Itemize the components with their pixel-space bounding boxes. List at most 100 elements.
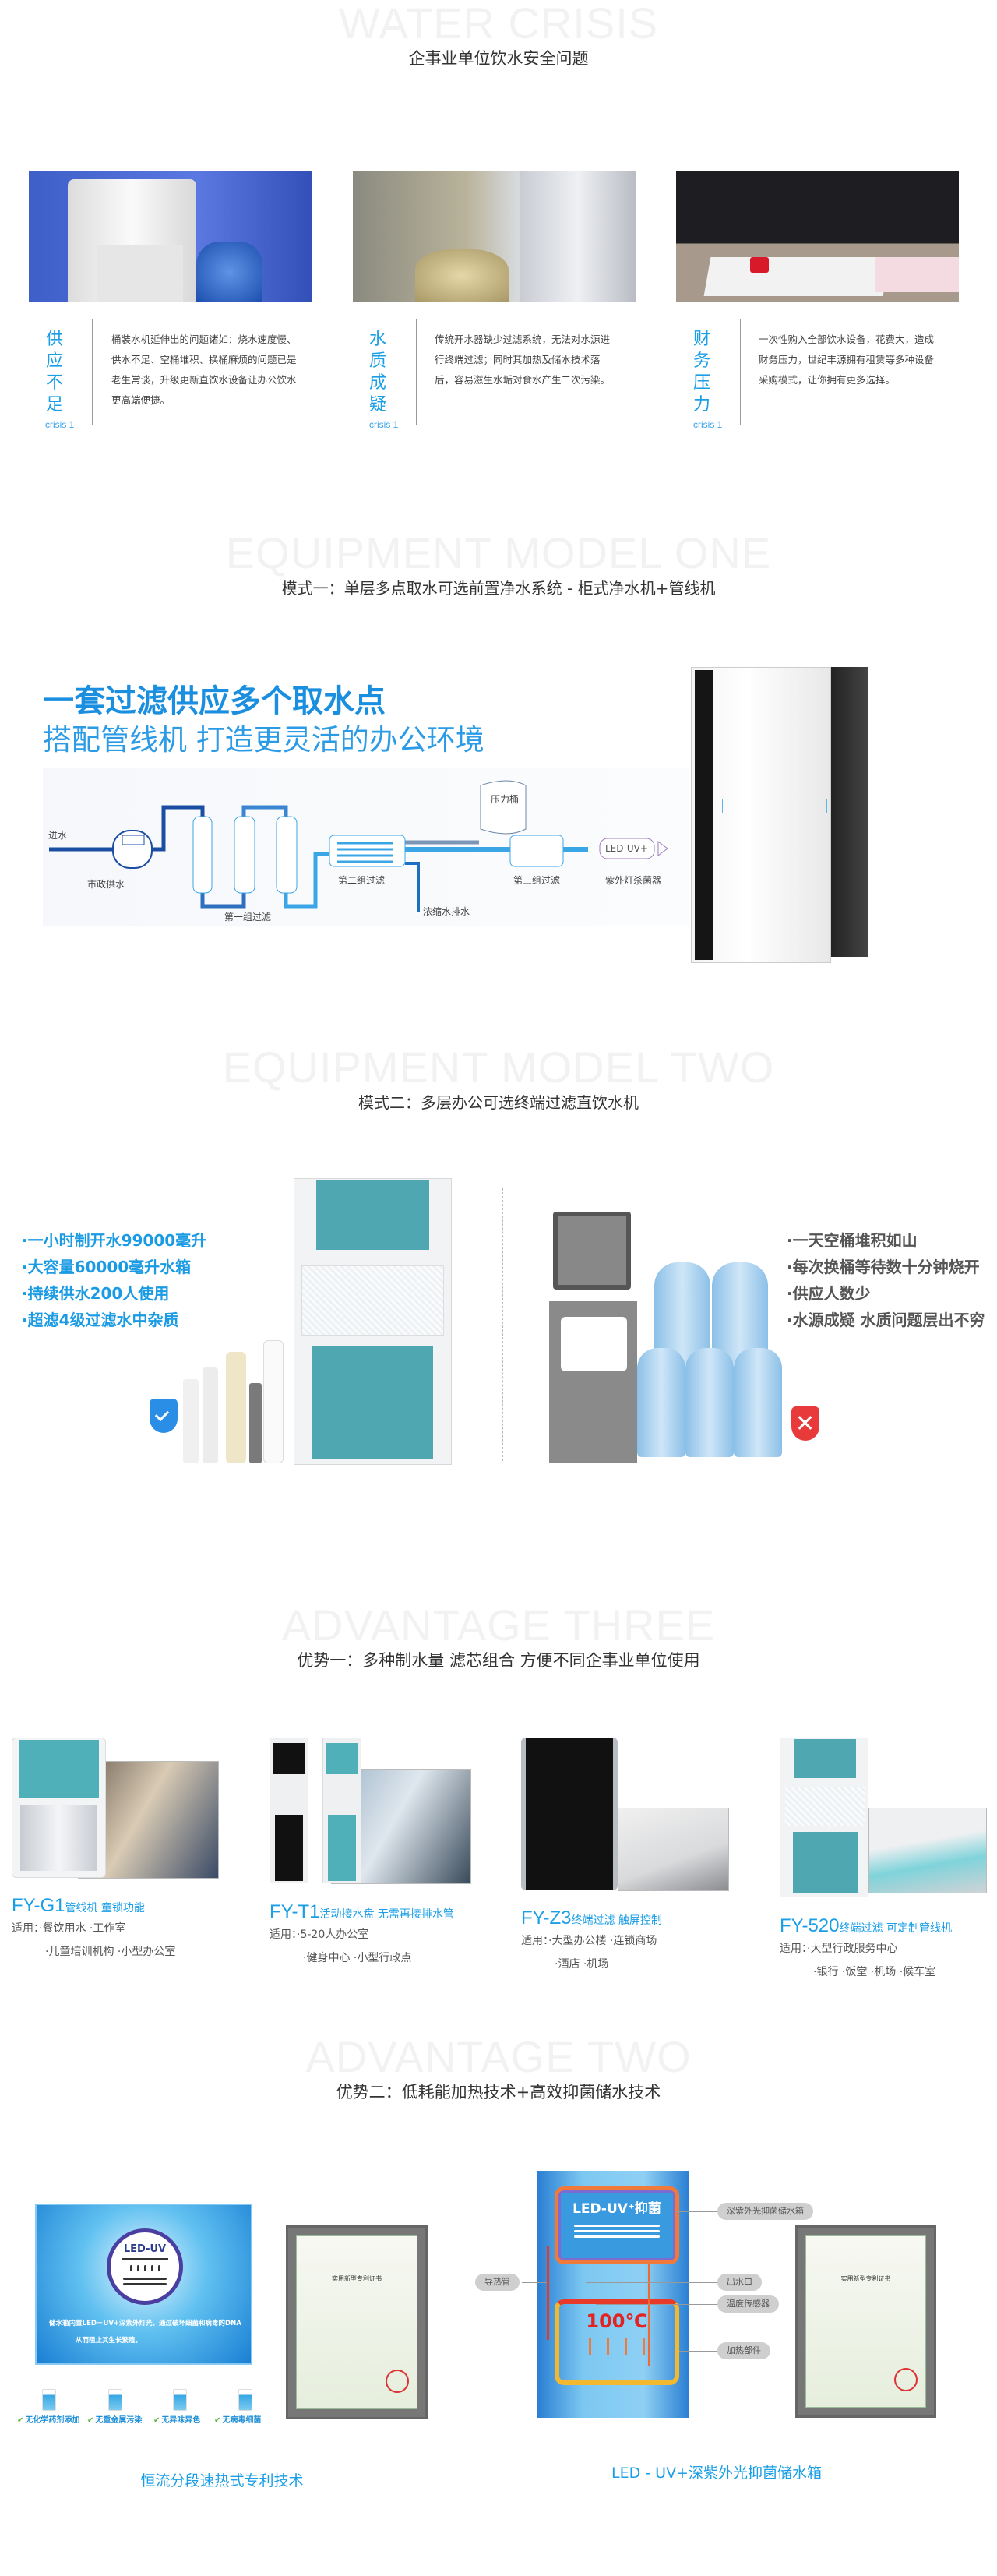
multi-tap-dispenser-image [294, 1178, 452, 1465]
leader-line [679, 2351, 720, 2352]
con-item: ·一天空桶堆积如山 [787, 1231, 918, 1250]
model-feature: 管线机 童锁功能 [65, 1902, 145, 1914]
leader-line [596, 2304, 720, 2305]
label-heater: 加热部件 [717, 2342, 770, 2359]
con-item: ·每次换桶等待数十分钟烧开 [787, 1258, 980, 1276]
pro-item: ·一小时制开水99000毫升 [22, 1231, 207, 1250]
use-line: ·大型行政服务中心 [807, 1943, 898, 1955]
use-label: 适用： [12, 1922, 39, 1935]
use-line: ·健身中心 ·小型行政点 [303, 1952, 412, 1964]
check-icon: ✔ [17, 2416, 24, 2425]
label-stage2: 第二组过滤 [338, 875, 386, 886]
advantage-one-title: 优势一：多种制水量 滤芯组合 方便不同企事业单位使用 [297, 1651, 700, 1670]
fy-t1-teal-image [322, 1738, 361, 1883]
divider [416, 319, 417, 425]
scaled-boiler-photo [353, 171, 636, 302]
label-temp-sensor: 温度传感器 [717, 2295, 779, 2313]
use-line: ·酒店 ·机场 [555, 1958, 609, 1971]
patent-certificate-right: 实用新型专利证书 [795, 2225, 936, 2418]
check-item: ✔无化学药剂添加 [17, 2416, 80, 2425]
leader-line [522, 2282, 547, 2283]
check-item: ✔无病毒细菌 [214, 2416, 262, 2425]
label-stage1: 第一组过滤 [224, 912, 272, 923]
product-fy-z3: FY-Z3终端过滤 触屏控制 适用：·大型办公楼 ·连锁商场 ·酒店 ·机场 [521, 1907, 662, 1976]
water-dispenser-photo [29, 171, 312, 302]
label-pressure-tank: 压力桶 [491, 794, 520, 805]
crisis-sub: crisis 1 [45, 419, 75, 430]
pro-item: ·大容量60000毫升水箱 [22, 1258, 192, 1276]
label-outlet: 出水口 [717, 2274, 762, 2291]
label-uv-sterilizer: 紫外灯杀菌器 [605, 875, 662, 886]
uv-description-1: 储水箱内置LED－UV+深紫外灯光，通过破坏细菌和病毒的DNA [49, 2320, 241, 2327]
use-line: ·餐饮用水 ·工作室 [39, 1922, 126, 1935]
use-line: ·大型办公楼 ·连锁商场 [548, 1935, 657, 1947]
water-bottles-image [637, 1254, 793, 1459]
use-label: 适用： [780, 1943, 807, 1955]
bottled-dispenser-graphic [549, 1212, 637, 1463]
divider [502, 1188, 503, 1461]
use-label: 适用： [270, 1928, 297, 1941]
left-caption: 恒流分段速热式专利技术 [140, 2472, 304, 2490]
model-feature: 活动接水盘 无需再接排水管 [319, 1908, 454, 1921]
cross-shield-icon [791, 1406, 819, 1441]
divider [92, 319, 93, 425]
check-shield-icon [150, 1399, 178, 1433]
label-inlet: 进水 [48, 830, 68, 841]
crisis-title: 企事业单位饮水安全问题 [408, 49, 589, 68]
model-one-watermark: EQUIPMENT MODEL ONE [225, 528, 772, 577]
model-one-title: 模式一：单层多点取水可选前置净水系统 - 柜式净水机+管线机 [281, 579, 716, 598]
product-fy-g1: FY-G1管线机 童锁功能 适用：·餐饮用水 ·工作室 ·儿童培训机构 ·小型办… [12, 1895, 175, 1964]
advantage-two-title: 优势二：低耗能加热技术+高效抑菌储水技术 [336, 2083, 661, 2101]
model-name: FY-G1 [12, 1895, 65, 1916]
crisis-text-supply: 桶装水机延伸出的问题诸如：烧水速度慢、供水不足、空桶堆积、换桶麻烦的问题已是老生… [111, 333, 297, 406]
con-item: ·水源成疑 水质问题层出不穷 [787, 1311, 985, 1329]
label-uv-tank: 深紫外光抑菌储水箱 [717, 2203, 813, 2220]
model-name: FY-T1 [270, 1901, 320, 1922]
uv-description-2: 从而阻止其生长繁殖， [76, 2337, 143, 2345]
water-cup-icon [108, 2389, 122, 2411]
label-heat-pipe: 导热管 [475, 2274, 520, 2291]
check-item: ✔无异味异色 [153, 2416, 201, 2425]
crisis-text-finance: 一次性购入全部饮水设备，花费大，造成财务压力，世纪丰源拥有租赁等多种设备采购模式… [759, 333, 935, 386]
leader-line [676, 2211, 720, 2212]
filter-cartridges-image [140, 1340, 296, 1465]
con-item: ·供应人数少 [787, 1284, 871, 1303]
crisis-text-quality: 传统开水器缺少过滤系统，无法对水源进行终端过滤；同时其加热及储水技术落后，容易滋… [435, 333, 611, 386]
model-feature: 终端过滤 触屏控制 [571, 1914, 662, 1927]
product-fy-520: FY-520终端过滤 可定制管线机 适用：·大型行政服务中心 ·银行 ·饭堂 ·… [780, 1915, 952, 1984]
label-uv-lamp: LED-UV+ [605, 843, 648, 854]
leader-line [586, 2282, 720, 2283]
crisis-sub: crisis 1 [369, 419, 399, 430]
model-name: FY-Z3 [521, 1907, 572, 1928]
fy-z3-image [521, 1738, 618, 1890]
model-feature: 终端过滤 可定制管线机 [839, 1922, 952, 1935]
label-municipal-supply: 市政供水 [87, 879, 125, 890]
label-stage3: 第三组过滤 [513, 875, 561, 886]
seal-icon [894, 2368, 918, 2391]
right-caption: LED - UV+深紫外光抑菌储水箱 [611, 2465, 822, 2482]
model-name: FY-520 [780, 1915, 840, 1936]
patent-certificate-left: 实用新型专利证书 [286, 2225, 428, 2419]
temperature-value: 100℃ [586, 2310, 648, 2332]
certificate-title: 实用新型专利证书 [332, 2275, 382, 2282]
water-cup-icon [238, 2389, 252, 2411]
product-fy-t1: FY-T1活动接水盘 无需再接排水管 适用：·5-20人办公室 ·健身中心 ·小… [270, 1901, 454, 1970]
crisis-sub: crisis 1 [693, 419, 723, 430]
check-icon: ✔ [87, 2416, 94, 2425]
check-item: ✔无重金属污染 [87, 2416, 143, 2425]
pro-item: ·持续供水200人使用 [22, 1284, 170, 1303]
use-line: ·5-20人办公室 [297, 1928, 369, 1941]
fy-520-image [780, 1738, 868, 1897]
uv-tank-panel: LED-UV 储水箱内置LED－UV+深紫外灯光，通过破坏细菌和病毒的DNA 从… [35, 2204, 252, 2365]
advantage-two-watermark: ADVANTAGE TWO [305, 2032, 692, 2081]
use-line: ·银行 ·饭堂 ·机场 ·候车室 [813, 1966, 936, 1978]
use-line: ·儿童培训机构 ·小型办公室 [45, 1946, 176, 1958]
crisis-watermark: WATER CRISIS [338, 0, 659, 48]
office-photo [618, 1808, 729, 1891]
water-cup-icon [42, 2389, 56, 2411]
filtration-diagram: 进水 市政供水 第一组过滤 第二组过滤 浓缩水排水 压力桶 第三组过滤 紫外灯杀… [43, 768, 689, 926]
crisis-label-supply: 供应不足 [45, 330, 63, 415]
heating-storage-diagram: LED-UV⁺抑菌 100℃ [537, 2171, 689, 2418]
cabinet-purifier-image [691, 667, 868, 968]
pro-item: ·超滤4级过滤水中杂质 [22, 1311, 179, 1329]
